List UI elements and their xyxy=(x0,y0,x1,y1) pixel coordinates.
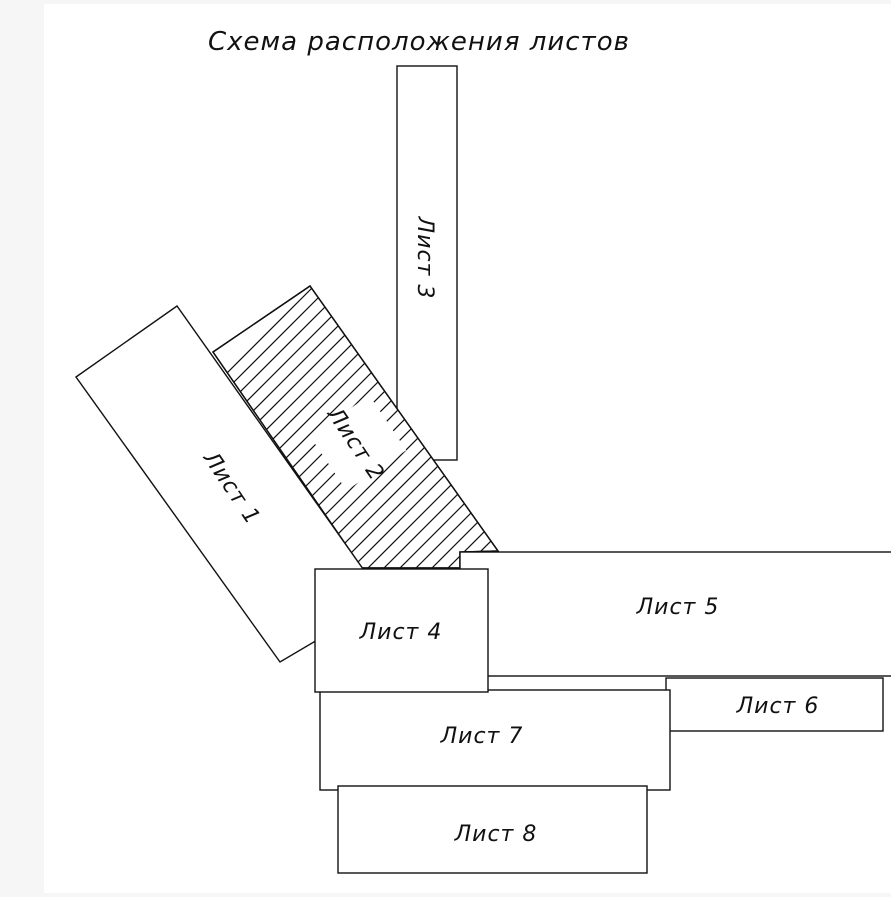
sheet-4: Лист 4 xyxy=(314,568,489,693)
hatch-line xyxy=(213,286,498,568)
sheet-2-label-mask xyxy=(309,395,407,491)
sheet-7-outline xyxy=(319,689,671,791)
sheet-5: Лист 5 xyxy=(459,551,891,677)
hatch-line xyxy=(213,286,498,568)
hatch-line xyxy=(213,286,498,568)
sheet-6-outline xyxy=(665,677,884,732)
hatch-line xyxy=(213,286,498,568)
sheet-3: Лист 3 xyxy=(396,65,458,461)
sheet-4-outline xyxy=(314,568,489,693)
sheet-6-label: Лист 6 xyxy=(736,694,820,719)
sheet-7-label: Лист 7 xyxy=(440,724,524,749)
hatch-line xyxy=(213,286,498,568)
hatch-line xyxy=(213,286,498,568)
sheet-7: Лист 7 xyxy=(319,689,671,791)
hatch-line xyxy=(213,286,498,568)
sheet-5-outline xyxy=(459,551,891,677)
sheet-6: Лист 6 xyxy=(665,677,884,732)
sheet-3-label: Лист 3 xyxy=(412,216,437,300)
sheet-5-label: Лист 5 xyxy=(636,595,720,620)
sheet-4-label: Лист 4 xyxy=(359,620,443,645)
sheet-8-outline xyxy=(337,785,648,874)
hatch-line xyxy=(213,286,498,568)
sheet-1: Лист 1 xyxy=(75,305,387,663)
diagram-title: Схема расположения листов xyxy=(208,27,630,57)
hatch-line xyxy=(213,286,498,568)
sheet-8: Лист 8 xyxy=(337,785,648,874)
sheet-8-label: Лист 8 xyxy=(454,822,538,847)
